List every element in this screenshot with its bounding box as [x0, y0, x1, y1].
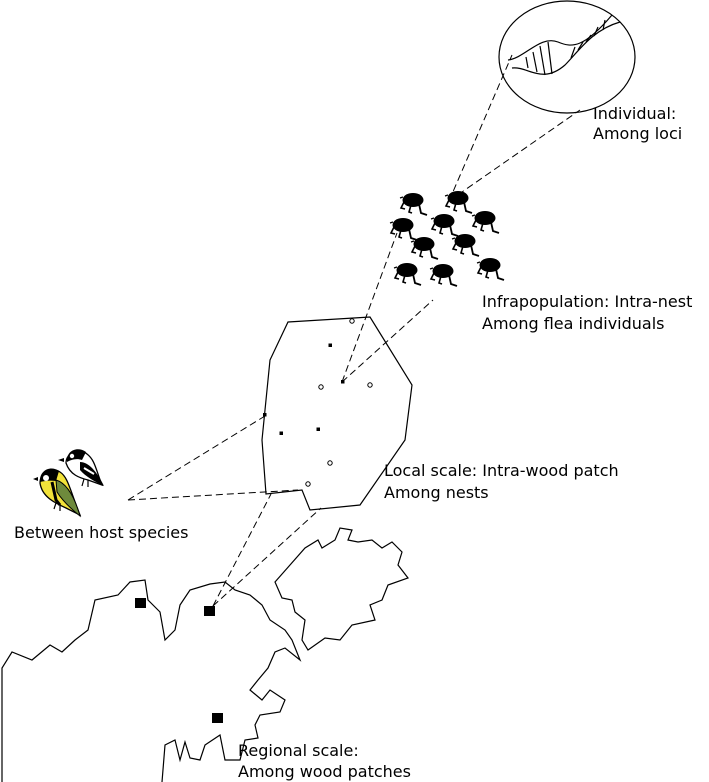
flea-icon [399, 192, 428, 216]
wood-patch-marker [135, 598, 146, 608]
flea-icon [451, 233, 480, 257]
nest-unoccupied [305, 481, 311, 487]
individual-label-detail: Among loci [593, 124, 682, 143]
connector-patch-to-wood [212, 493, 272, 607]
nest-occupied [328, 343, 332, 347]
connector-nest-to-fleas [341, 299, 434, 383]
flea-icon [410, 236, 439, 260]
connector-host-to-wood [127, 415, 266, 501]
connector-flea-to-dna [448, 54, 513, 202]
infrapopulation-label-detail: Among flea individuals [482, 314, 665, 333]
local-scale-label-detail: Among nests [384, 483, 489, 502]
dna-zoom [498, 0, 636, 114]
host-birds [33, 449, 104, 518]
labels: Individual: Among loci Infrapopulation: … [14, 104, 692, 781]
flea-icon [389, 217, 418, 241]
regional-scale-label-detail: Among wood patches [238, 762, 411, 781]
flea-icon [471, 210, 500, 234]
wood-patch-outline [261, 316, 413, 511]
flea-icon [444, 190, 473, 214]
flea-icon [430, 213, 459, 237]
connector-nest-to-fleas [341, 232, 398, 383]
dna-helix-icon [507, 14, 621, 76]
island-outline [274, 527, 409, 651]
local-scale-label-title: Local scale: Intra-wood patch [384, 461, 619, 480]
wood-patch-marker [212, 713, 223, 723]
nest-occupied [316, 427, 320, 431]
individual-label-title: Individual: [593, 104, 676, 123]
flycatcher-icon [58, 449, 104, 487]
nest-unoccupied [367, 382, 373, 388]
connector-patch-to-wood [212, 507, 322, 607]
host-species-label: Between host species [14, 523, 188, 542]
zoom-connectors [127, 54, 581, 607]
connector-host-to-wood [127, 489, 299, 501]
regional-scale-label-title: Regional scale: [238, 741, 359, 760]
connector-flea-to-dna [448, 109, 581, 202]
mainland-outline [1, 579, 302, 782]
flea-icon [393, 262, 422, 286]
infrapopulation-label-title: Infrapopulation: Intra-nest [482, 292, 692, 311]
great-tit-icon [33, 468, 82, 518]
nest-unoccupied [327, 460, 333, 466]
nest-unoccupied [318, 384, 324, 390]
flea-infrapopulation [389, 190, 505, 287]
regional-map [1, 527, 409, 782]
flea-icon [476, 257, 505, 281]
nest-occupied [263, 413, 267, 417]
nest-unoccupied [349, 318, 355, 324]
wood-patch-marker-sampled [204, 606, 215, 616]
dna-zoom-circle [498, 0, 636, 114]
nest-occupied [279, 431, 283, 435]
flea-icon [429, 263, 458, 287]
wood-patch [261, 316, 413, 511]
